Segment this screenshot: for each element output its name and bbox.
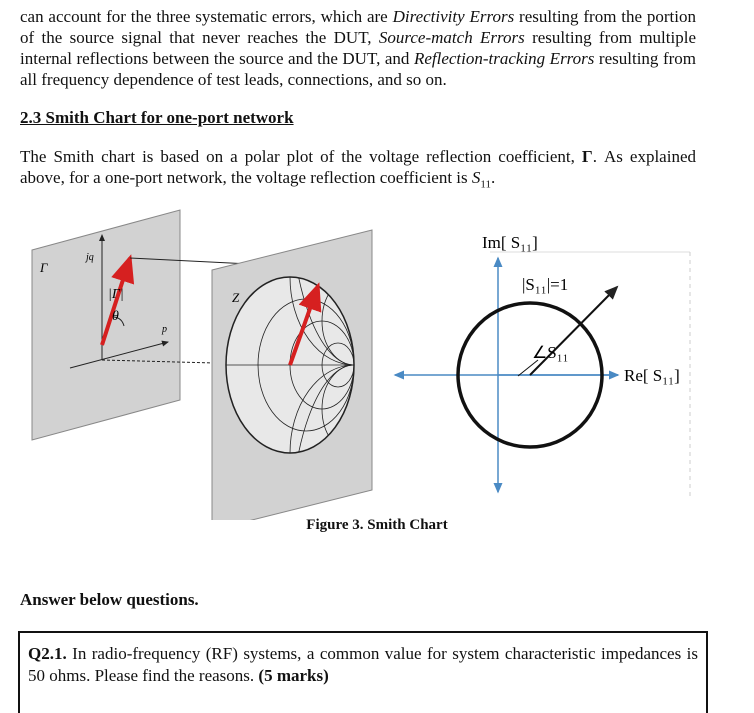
question-text: In radio-frequency (RF) systems, a commo… (28, 644, 698, 685)
angle-s11-label: ∠S₁₁ (532, 343, 569, 362)
intro-text-3: resulting from multiple internal reflect… (20, 28, 696, 68)
smith-text-3: . (491, 168, 496, 187)
gamma-label: Γ (39, 260, 48, 275)
z-label: Z (232, 290, 240, 305)
polar-plane-panel: Γ jq |Γ| θ p (31, 209, 181, 441)
answer-heading: Answer below questions. (20, 590, 199, 609)
figure-caption: Figure 3. Smith Chart (306, 517, 448, 533)
unit-magnitude-label: |S₁₁|=1 (522, 275, 568, 294)
gamma-symbol: Γ (581, 147, 593, 166)
intro-text-1: can account for the three systematic err… (20, 7, 393, 26)
mag-gamma-label: |Γ| (108, 287, 124, 302)
gamma-vector-arrow (100, 254, 135, 346)
smith-chart-paragraph: The Smith chart is based on a polar plot… (20, 146, 696, 195)
im-axis-label: Im[ S₁₁] (482, 233, 538, 252)
intro-text-4: resulting from all frequency dependence … (20, 49, 696, 89)
question-marks: (5 marks) (258, 666, 329, 685)
reflection-tracking-errors-term: Reflection-tracking Errors (413, 49, 595, 68)
question-box: Q2.1. In radio-frequency (RF) systems, a… (18, 631, 708, 713)
intro-paragraph: can account for the three systematic err… (20, 6, 696, 90)
s-subscript: 11 (480, 178, 491, 191)
directivity-errors-term: Directivity Errors (392, 7, 515, 26)
smith-text-2: . As explained above, for a one-port net… (20, 147, 696, 187)
jq-label: jq (84, 252, 94, 263)
intro-text-2: resulting from the portion of the source… (20, 7, 696, 47)
smith-vector-arrow (288, 282, 322, 366)
unit-circle (456, 301, 604, 449)
s-symbol: S (471, 168, 481, 187)
smith-chart-figure: Γ jq |Γ| θ p Z (31, 209, 691, 520)
re-axis-label: Re[ S₁₁] (624, 366, 680, 385)
theta-label: θ (112, 309, 119, 324)
s11-vector-arrow (529, 285, 619, 376)
smith-text-1: The Smith chart is based on a polar plot… (20, 147, 582, 166)
question-number: Q2.1. (28, 644, 67, 663)
smith-chart-panel: Z (211, 229, 373, 520)
reflection-plane-panel: Im[ S₁₁] Re[ S₁₁] |S₁₁|=1 ∠S₁₁ (393, 233, 691, 500)
source-match-errors-term: Source-match Errors (378, 28, 525, 47)
section-heading: 2.3 Smith Chart for one-port network (20, 108, 294, 127)
p-label: p (161, 324, 167, 335)
